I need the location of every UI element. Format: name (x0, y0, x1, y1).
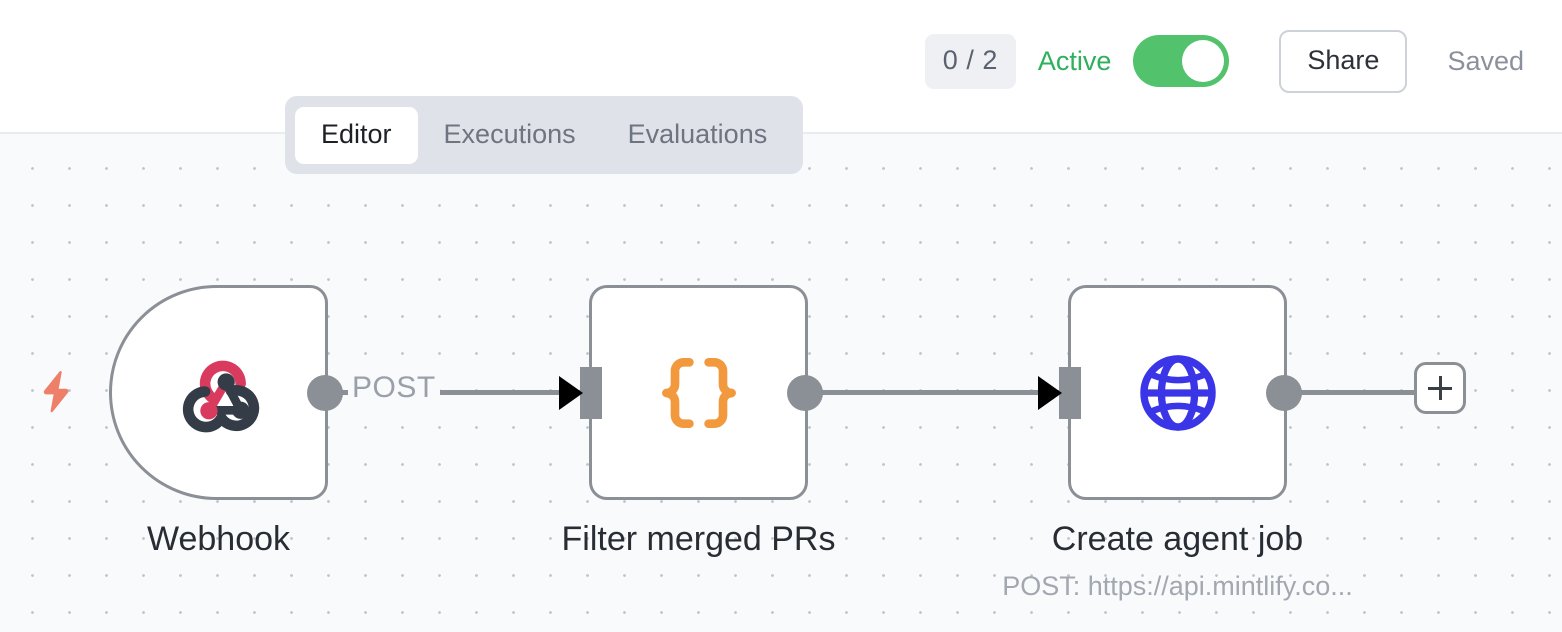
node-webhook-label: Webhook (146, 520, 291, 558)
plus-icon-vertical (1439, 376, 1442, 400)
tab-executions[interactable]: Executions (443, 118, 576, 149)
node-create-agent-job[interactable]: Create agent job POST: https://api.mintl… (1002, 285, 1353, 601)
workflow-canvas[interactable]: POST (0, 134, 1562, 632)
node-http-label: Create agent job (1051, 520, 1304, 558)
filter-output-port[interactable] (787, 374, 823, 411)
edge-filter-to-http[interactable] (820, 390, 1060, 395)
node-webhook[interactable]: Webhook (109, 285, 343, 558)
toggle-knob (1182, 40, 1225, 82)
edge-http-to-add[interactable] (1300, 390, 1420, 395)
node-filter-merged-prs[interactable]: Filter merged PRs (559, 285, 835, 558)
view-tab-bar: Editor Executions Evaluations (285, 96, 804, 174)
trigger-bolt-icon (38, 369, 74, 415)
globe-icon (1132, 347, 1224, 439)
tab-editor[interactable]: Editor (295, 106, 418, 164)
tab-evaluations[interactable]: Evaluations (627, 118, 768, 149)
node-filter-label: Filter merged PRs (561, 520, 836, 558)
workflow-active-toggle[interactable] (1133, 35, 1230, 87)
webhook-icon (171, 345, 267, 441)
http-output-port[interactable] (1266, 374, 1302, 411)
add-node-button[interactable] (1414, 362, 1466, 414)
header-actions: 0 / 2 Active Share Saved (924, 28, 1524, 94)
save-status-label: Saved (1447, 45, 1524, 76)
filter-input-port[interactable] (559, 366, 602, 419)
edge-webhook-to-filter[interactable] (340, 390, 580, 395)
run-count-badge: 0 / 2 (924, 33, 1016, 89)
curly-braces-icon (651, 345, 747, 441)
share-button[interactable]: Share (1279, 29, 1408, 93)
node-http-sublabel: POST: https://api.mintlify.co... (1002, 571, 1353, 601)
webhook-output-port[interactable] (307, 374, 343, 411)
workflow-active-label: Active (1037, 45, 1112, 76)
http-input-port[interactable] (1038, 366, 1081, 419)
edge-label-post: POST (348, 371, 440, 404)
